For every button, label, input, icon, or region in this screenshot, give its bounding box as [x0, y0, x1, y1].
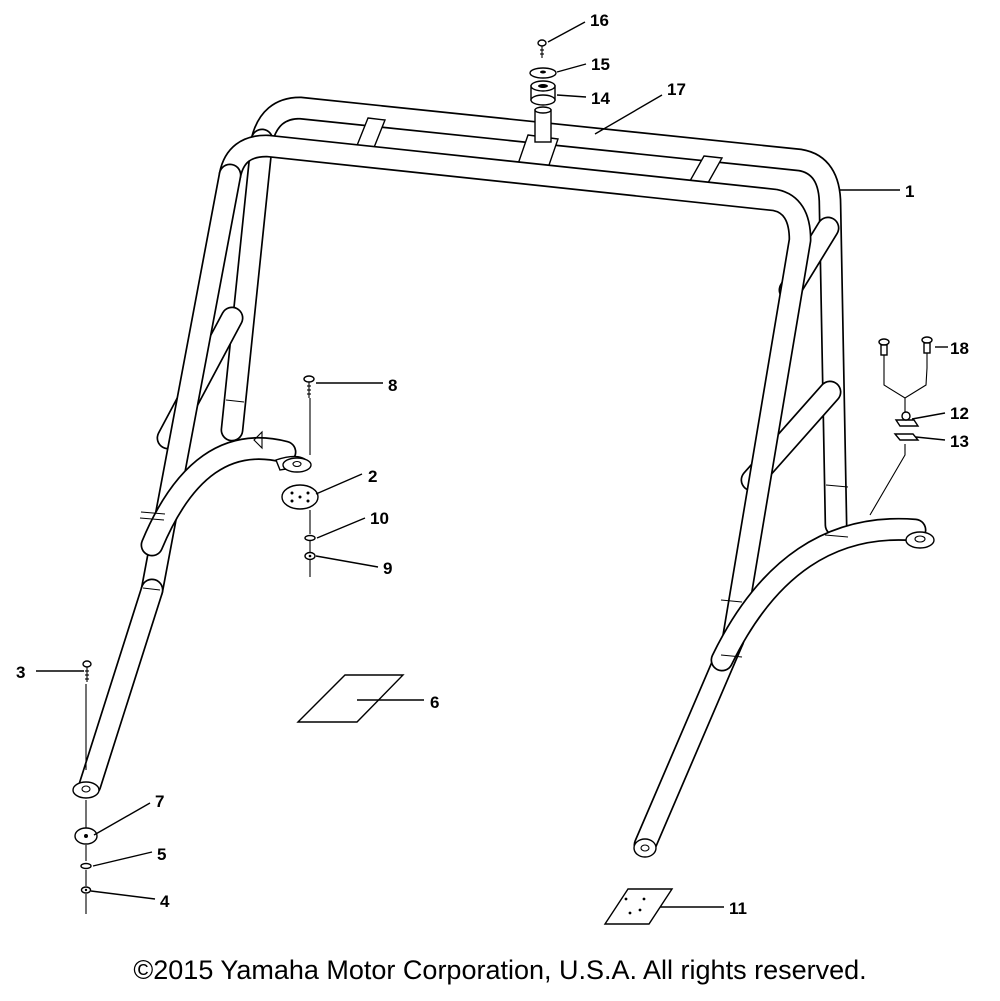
callout-9: 9: [383, 559, 392, 578]
mid-hardware: [281, 375, 319, 577]
callout-12: 12: [950, 404, 969, 423]
callout-11: 11: [729, 899, 747, 918]
leader-branch: [883, 367, 928, 399]
nut-part-9: [304, 551, 316, 561]
callout-labels: 1 2 3 4 5 6 7 8 9 10 11 12 13 14 15 16 1…: [16, 11, 969, 918]
callout-6: 6: [430, 693, 439, 712]
joint-rings: [139, 399, 849, 658]
copyright-notice: ©2015 Yamaha Motor Corporation, U.S.A. A…: [133, 955, 867, 985]
callout-15: 15: [591, 55, 610, 74]
right-lower-leg: [633, 517, 935, 858]
decal-part-6: [296, 674, 405, 723]
nut-part-4: [80, 886, 92, 894]
fasteners-part-18: [878, 336, 933, 370]
left-lower-leg: [72, 430, 312, 799]
callout-3: 3: [16, 663, 25, 682]
leader-lines: [36, 21, 948, 908]
washer-part-15: [529, 67, 557, 79]
left-foot-hardware: [74, 660, 98, 914]
bushing-part-14: [530, 80, 556, 106]
bolt-part-3: [82, 660, 92, 770]
callout-18: 18: [950, 339, 969, 358]
rear-upper-bar: [220, 96, 848, 537]
bolt-part-8: [303, 375, 315, 455]
right-hardware: [869, 336, 933, 516]
plate-part-13: [893, 433, 920, 441]
callout-4: 4: [160, 892, 170, 911]
callout-14: 14: [591, 89, 610, 108]
pad-part-7: [74, 827, 98, 845]
tower-frame: [72, 96, 935, 858]
callout-10: 10: [370, 509, 389, 528]
washer-part-5: [80, 862, 92, 870]
callout-2: 2: [368, 467, 377, 486]
callout-5: 5: [157, 845, 166, 864]
callout-1: 1: [905, 182, 914, 201]
callout-7: 7: [155, 792, 164, 811]
callout-8: 8: [388, 376, 397, 395]
bracket-part-12: [894, 411, 920, 427]
mount-post: [534, 109, 552, 143]
washer-part-10: [304, 534, 316, 542]
top-hardware: [529, 39, 557, 143]
bolt-part-16: [537, 39, 547, 58]
decal-part-11: [603, 888, 674, 925]
callout-16: 16: [590, 11, 609, 30]
pad-part-2: [281, 484, 319, 510]
callout-13: 13: [950, 432, 969, 451]
callout-17: 17: [667, 80, 686, 99]
